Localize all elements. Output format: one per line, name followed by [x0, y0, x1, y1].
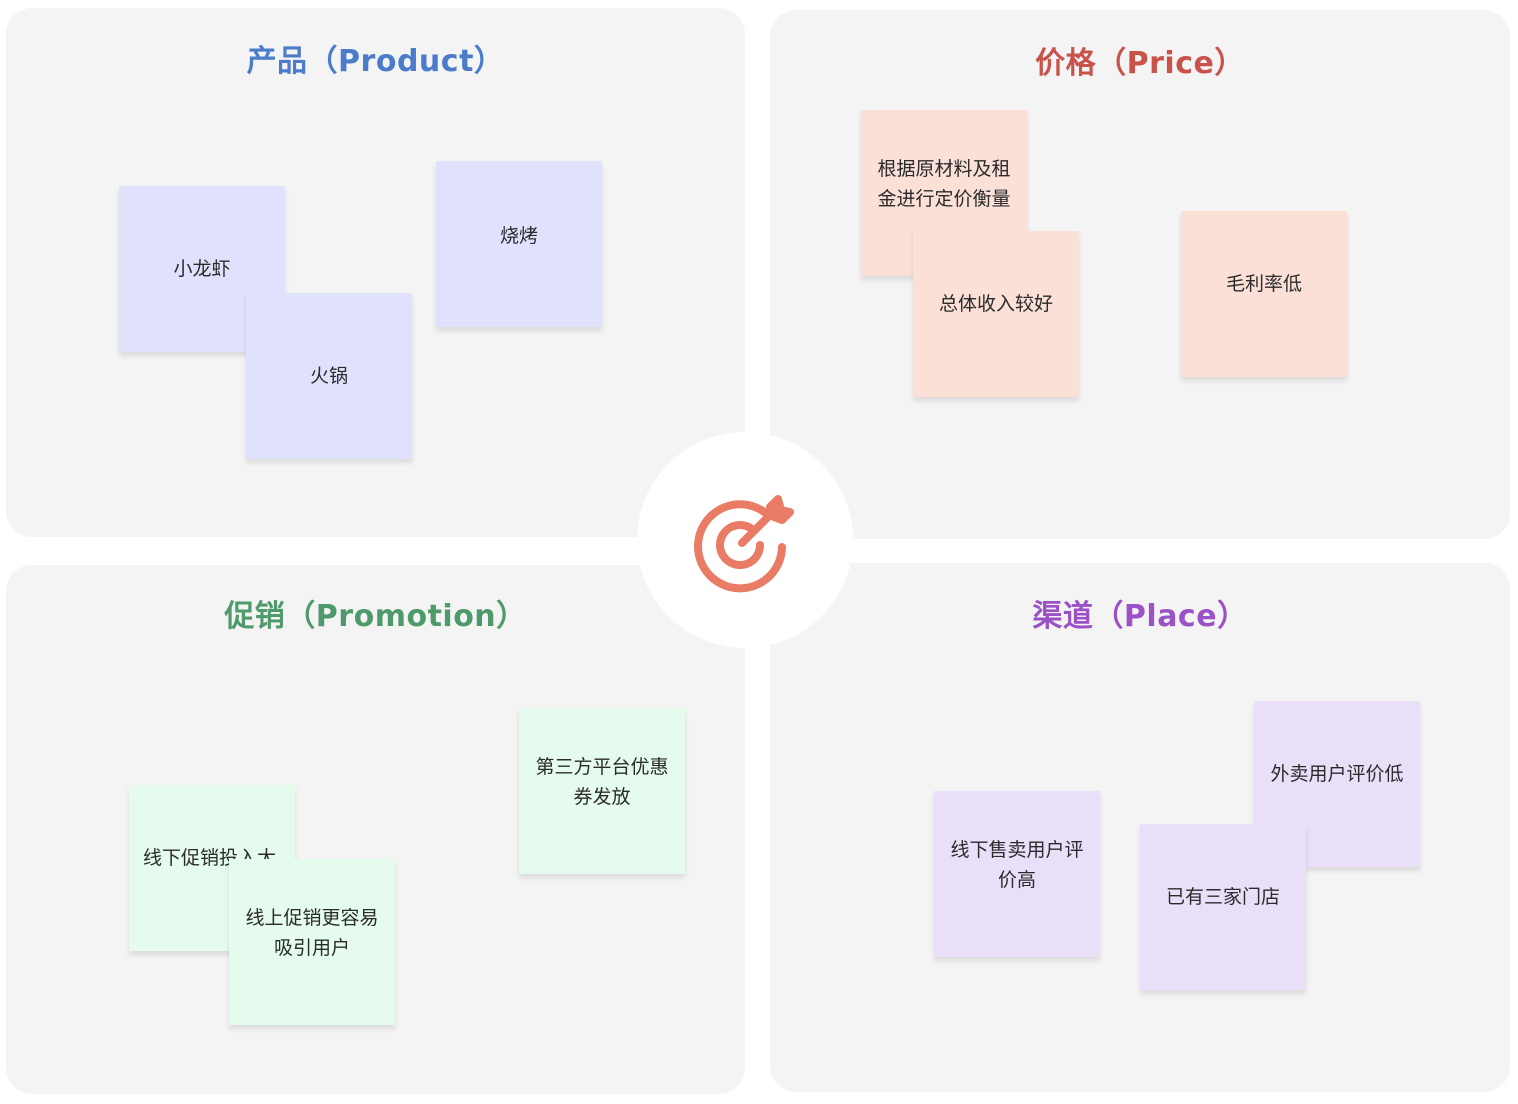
sticky-note[interactable]: 线上促销更容易吸引用户	[229, 859, 395, 1025]
quadrant-price: 价格（Price） 根据原材料及租金进行定价衡量 总体收入较好 毛利率低	[770, 10, 1510, 539]
sticky-note[interactable]: 已有三家门店	[1140, 824, 1306, 990]
center-circle	[637, 432, 853, 648]
quadrant-product: 产品（Product） 小龙虾 火锅 烧烤	[6, 8, 745, 537]
quadrant-promotion: 促销（Promotion） 线下促销投入大 线上促销更容易吸引用户 第三方平台优…	[6, 565, 745, 1094]
quadrant-title-product: 产品（Product）	[246, 44, 505, 79]
sticky-note[interactable]: 小龙虾	[119, 186, 285, 352]
quadrant-title-place: 渠道（Place）	[1032, 599, 1248, 634]
quadrant-place: 渠道（Place） 外卖用户评价低 线下售卖用户评价高 已有三家门店	[770, 563, 1510, 1092]
quadrant-title-promotion: 促销（Promotion）	[224, 599, 527, 634]
sticky-note[interactable]: 烧烤	[436, 161, 602, 327]
sticky-note[interactable]: 线下售卖用户评价高	[934, 791, 1100, 957]
sticky-note[interactable]: 毛利率低	[1181, 211, 1347, 377]
target-icon	[694, 495, 794, 593]
sticky-note[interactable]: 总体收入较好	[913, 231, 1079, 397]
sticky-note[interactable]: 第三方平台优惠券发放	[519, 708, 685, 874]
quadrant-title-price: 价格（Price）	[1035, 46, 1245, 81]
sticky-note[interactable]: 火锅	[246, 293, 412, 459]
